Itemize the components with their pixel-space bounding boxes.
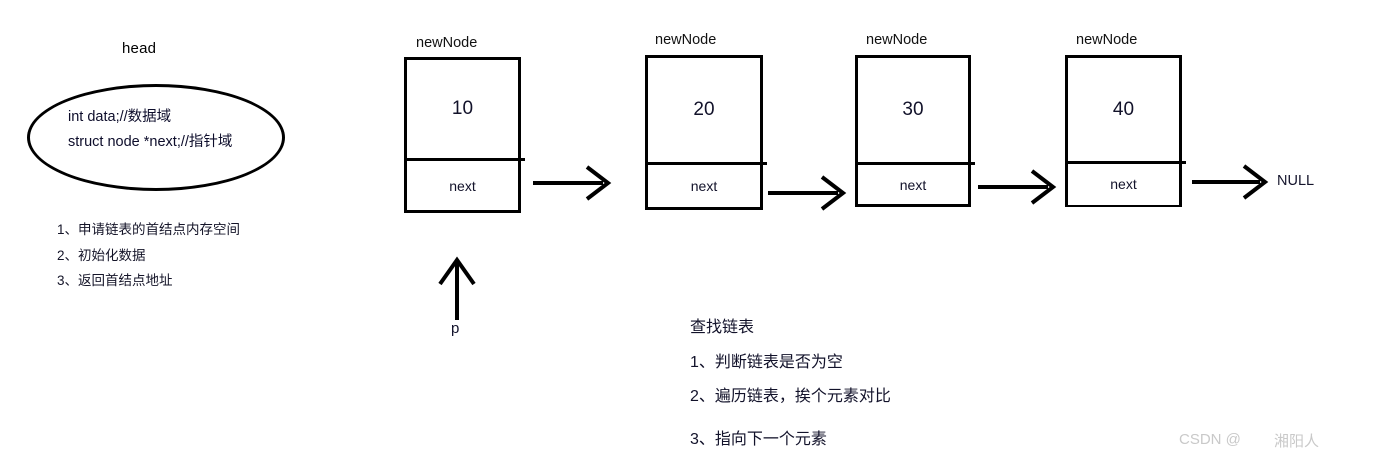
notes-step-1: 1、判断链表是否为空	[690, 354, 843, 371]
node-1-box: 10 next	[404, 57, 525, 213]
node-3-label: newNode	[866, 32, 928, 48]
node-2-divider	[648, 162, 767, 165]
notes-title: 查找链表	[690, 319, 755, 336]
watermark-site: CSDN @	[1179, 431, 1241, 448]
node-1-next: next	[449, 177, 476, 194]
pointer-p-arrow	[438, 256, 476, 320]
node-2-box: 20 next	[645, 55, 767, 210]
head-step-2: 2、初始化数据	[57, 248, 146, 263]
arrow-node-1-to-node-2	[533, 165, 612, 201]
node-1-data: 10	[451, 98, 474, 119]
arrow-node-3-to-node-4	[978, 169, 1057, 205]
node-2-data: 20	[693, 99, 715, 120]
struct-field-data: int data;//数据域	[68, 109, 172, 125]
notes-step-2: 2、遍历链表，挨个元素对比	[690, 388, 891, 405]
node-4-next: next	[1110, 176, 1137, 192]
head-step-3: 3、返回首结点地址	[57, 273, 173, 288]
head-step-1: 1、申请链表的首结点内存空间	[57, 222, 241, 237]
node-2-label: newNode	[655, 32, 717, 48]
node-1-divider	[407, 158, 525, 161]
head-node-ellipse	[27, 84, 285, 191]
node-1-label: newNode	[416, 35, 478, 51]
node-3-divider	[858, 162, 975, 165]
arrow-node-4-to-null	[1192, 164, 1269, 200]
notes-step-3: 3、指向下一个元素	[690, 431, 827, 448]
pointer-p-label: p	[451, 320, 460, 337]
head-label: head	[122, 40, 157, 57]
node-4-label: newNode	[1076, 32, 1138, 48]
node-3-box: 30 next	[855, 55, 975, 207]
arrow-node-2-to-node-3	[768, 175, 847, 211]
watermark-user: 湘阳人	[1274, 433, 1320, 450]
null-label: NULL	[1277, 173, 1315, 189]
node-4-data: 40	[1112, 98, 1135, 120]
node-3-data: 30	[902, 99, 924, 120]
node-4-divider	[1068, 161, 1186, 164]
node-4-box: 40 next	[1065, 55, 1186, 207]
node-2-next: next	[690, 178, 718, 194]
struct-field-next: struct node *next;//指针域	[68, 134, 233, 150]
node-3-next: next	[899, 176, 927, 193]
